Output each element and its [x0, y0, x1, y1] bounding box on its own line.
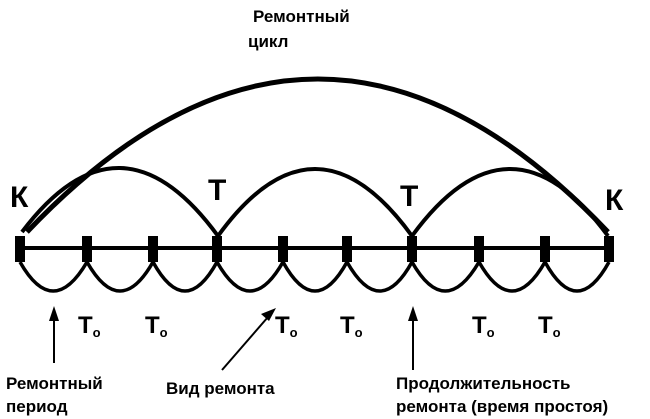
maintenance-label: То: [145, 312, 168, 340]
maintenance-label: То: [275, 312, 298, 340]
repair-period-label: Ремонтный: [6, 374, 103, 393]
tick-mark: [540, 236, 550, 262]
repair-duration-label: Продолжительность: [396, 374, 571, 393]
capital-repair-label: К: [605, 184, 624, 217]
repair-type-label: Вид ремонта: [166, 379, 275, 398]
repair-type-arrowhead: [261, 308, 276, 321]
current-repair-label: Т: [400, 180, 418, 213]
maintenance-label: То: [538, 312, 561, 340]
annotation-arrows: [49, 306, 418, 371]
repair-period-arc: [281, 261, 349, 293]
current-repair-label: Т: [208, 174, 226, 207]
repair-cycle-arc: [25, 76, 610, 234]
repair-period-arc: [151, 261, 219, 293]
repair-period-arc: [345, 261, 414, 293]
tick-mark: [82, 236, 92, 262]
capital-repair-label: К: [10, 181, 29, 214]
current-repair-arc: [216, 167, 414, 238]
repair-period-arc: [85, 261, 155, 293]
repair-type-arrow: [221, 316, 269, 371]
tick-mark: [604, 236, 614, 262]
maintenance-labels: То То То То То То: [78, 312, 561, 340]
repair-period-arrowhead: [49, 306, 59, 321]
repair-duration-label: ремонта (время простоя): [396, 397, 608, 416]
repair-period-arc: [410, 261, 481, 293]
tick-mark: [474, 236, 484, 262]
current-repair-arc: [20, 166, 220, 238]
repair-period-arc: [543, 261, 611, 293]
tick-mark: [342, 236, 352, 262]
repair-cycle-label: Ремонтный: [253, 7, 350, 26]
maintenance-label: То: [472, 312, 495, 340]
repair-duration-arrowhead: [408, 306, 418, 321]
tick-mark: [212, 236, 222, 262]
tick-mark: [15, 236, 25, 262]
tick-mark: [407, 236, 417, 262]
tick-mark: [278, 236, 288, 262]
current-repair-arc: [410, 167, 610, 238]
maintenance-label: То: [340, 312, 363, 340]
repair-cycle-label: цикл: [248, 32, 288, 51]
repair-period-arcs: [18, 261, 611, 293]
repair-period-arc: [215, 261, 285, 293]
repair-period-arc: [18, 261, 89, 293]
maintenance-label: То: [78, 312, 101, 340]
repair-period-label: период: [6, 397, 68, 416]
timeline-ticks: [15, 236, 614, 262]
tick-mark: [148, 236, 158, 262]
repair-period-arc: [477, 261, 547, 293]
